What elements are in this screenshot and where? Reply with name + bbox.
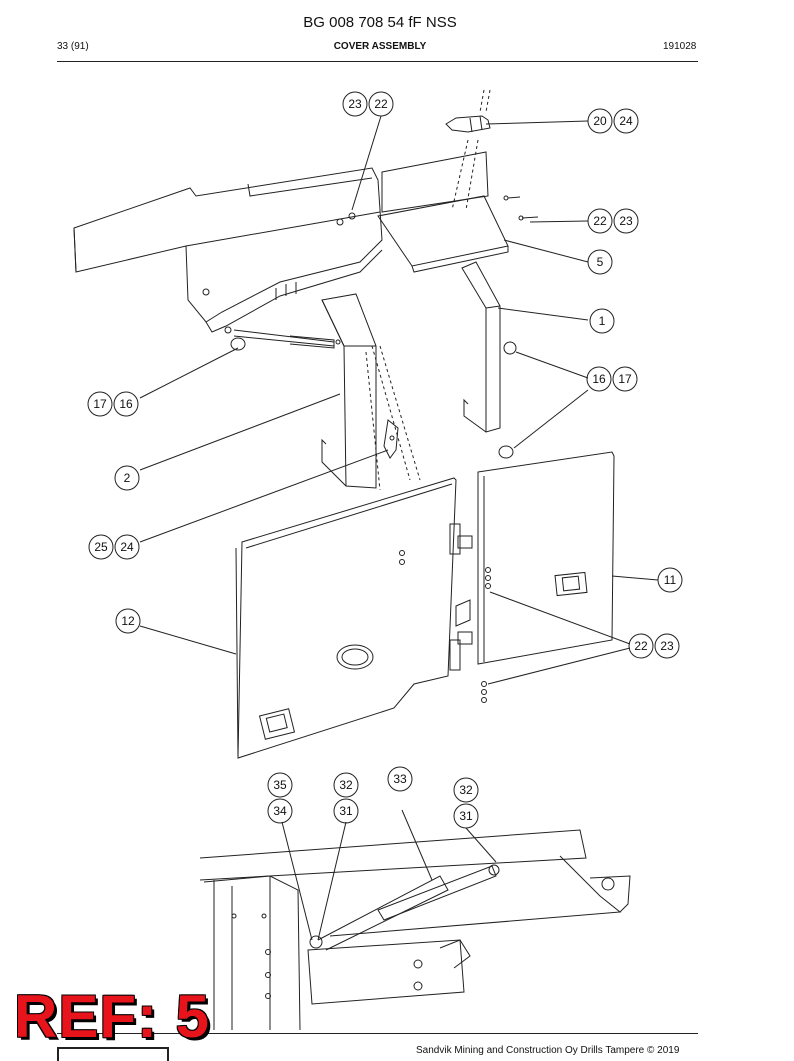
section-title: COVER ASSEMBLY: [333, 41, 427, 52]
svg-text:35: 35: [273, 778, 287, 792]
callout-16: 16: [113, 391, 139, 417]
callout-20: 20: [587, 108, 613, 134]
header-rule: [57, 61, 698, 62]
callout-31: 31: [453, 803, 479, 829]
right-post: [461, 261, 517, 459]
callout-24: 24: [114, 534, 140, 560]
ref-label: REF: 5: [14, 983, 211, 1050]
callout-22: 22: [368, 91, 394, 117]
callout-23: 23: [342, 91, 368, 117]
svg-text:5: 5: [597, 255, 604, 269]
svg-text:17: 17: [93, 397, 107, 411]
svg-text:31: 31: [339, 804, 353, 818]
callout-12: 12: [115, 608, 141, 634]
callout-32: 32: [453, 777, 479, 803]
svg-text:1: 1: [599, 314, 606, 328]
page-number: 33 (91): [57, 41, 89, 52]
svg-text:22: 22: [593, 214, 607, 228]
svg-text:23: 23: [619, 214, 633, 228]
callout-5: 5: [587, 249, 613, 275]
footer-copyright: Sandvik Mining and Construction Oy Drill…: [416, 1045, 680, 1056]
svg-text:23: 23: [348, 97, 362, 111]
svg-text:34: 34: [273, 804, 287, 818]
callout-22: 22: [628, 633, 654, 659]
svg-text:33: 33: [393, 772, 407, 786]
callouts: 23 22 20 24 22 23 5 1 16 17 17 16 2 25 2…: [87, 91, 683, 829]
svg-text:25: 25: [94, 540, 108, 554]
svg-text:12: 12: [121, 614, 135, 628]
leader-lines: [139, 115, 659, 941]
svg-text:31: 31: [459, 809, 473, 823]
callout-24: 24: [613, 108, 639, 134]
date-code: 191028: [663, 41, 697, 52]
right-door-panel: [477, 451, 615, 665]
svg-text:22: 22: [374, 97, 388, 111]
svg-text:20: 20: [593, 114, 607, 128]
door-hinges: [449, 523, 491, 703]
svg-text:16: 16: [592, 372, 606, 386]
svg-text:23: 23: [660, 639, 674, 653]
callout-1: 1: [589, 308, 615, 334]
callout-33: 33: [387, 766, 413, 792]
callout-35: 35: [267, 772, 293, 798]
callout-32: 32: [333, 772, 359, 798]
callout-34: 34: [267, 798, 293, 824]
svg-text:32: 32: [339, 778, 353, 792]
left-door-panel: [235, 477, 457, 759]
callout-22: 22: [587, 208, 613, 234]
callout-23: 23: [613, 208, 639, 234]
svg-text:16: 16: [119, 397, 133, 411]
callout-31: 31: [333, 798, 359, 824]
document-number: BG 008 708 54 fF NSS: [303, 14, 457, 31]
svg-text:11: 11: [664, 573, 677, 587]
callout-17: 17: [87, 391, 113, 417]
callout-23: 23: [654, 633, 680, 659]
callout-2: 2: [114, 465, 140, 491]
svg-text:24: 24: [120, 540, 134, 554]
latch-assembly: [445, 89, 491, 211]
callout-11: 11: [657, 567, 683, 593]
svg-text:32: 32: [459, 783, 473, 797]
svg-text:2: 2: [124, 471, 131, 485]
bolts-top-right: [503, 195, 539, 221]
callout-25: 25: [88, 534, 114, 560]
svg-text:17: 17: [618, 372, 632, 386]
footer-rule: [57, 1033, 698, 1034]
upper-gas-strut: [230, 329, 335, 351]
bottom-frame: [199, 829, 631, 1031]
top-cover-panels: [73, 151, 509, 334]
svg-text:22: 22: [634, 639, 648, 653]
left-post: [321, 293, 421, 491]
callout-17: 17: [612, 366, 638, 392]
callout-16: 16: [586, 366, 612, 392]
svg-text:24: 24: [619, 114, 633, 128]
